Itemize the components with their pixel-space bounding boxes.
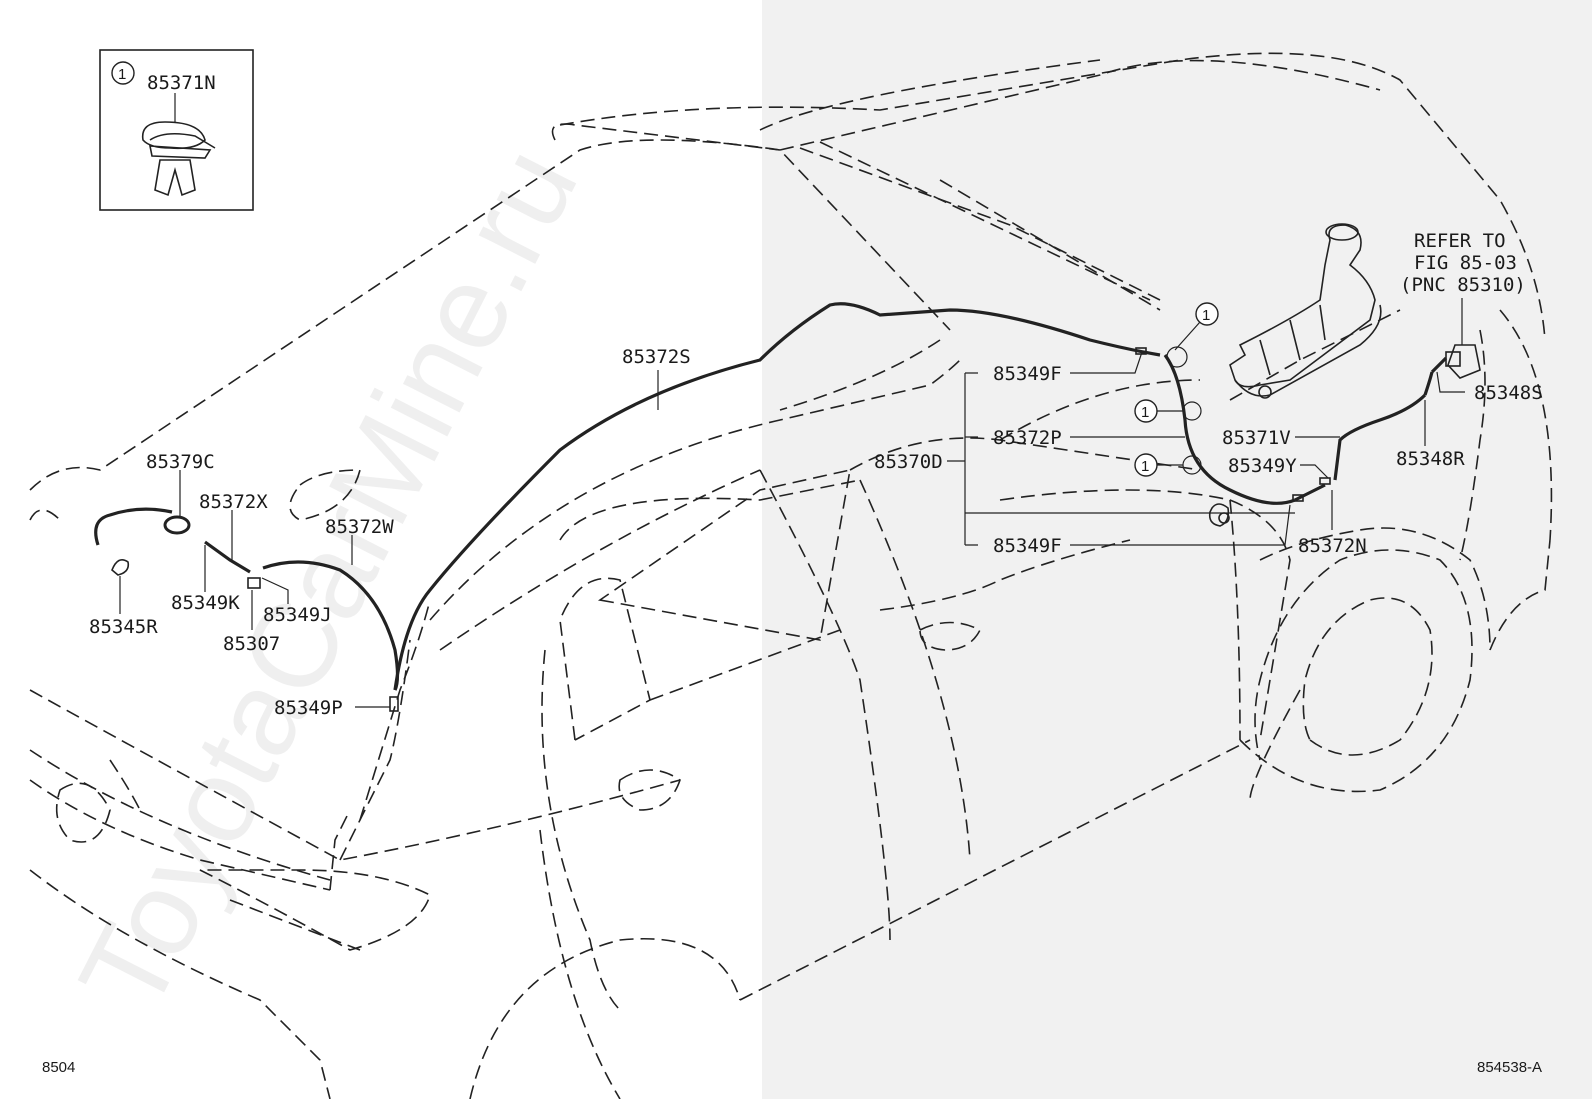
svg-text:1: 1 — [1141, 404, 1149, 421]
label-85379C: 85379C — [146, 451, 215, 473]
nozzle-85345R — [111, 559, 130, 576]
washer-tank-illustration — [1229, 223, 1382, 399]
svg-text:1: 1 — [1141, 458, 1149, 475]
right-panel-background — [762, 0, 1592, 1099]
label-85372S: 85372S — [622, 346, 691, 368]
hose-85372P — [1163, 354, 1296, 505]
label-85372W: 85372W — [325, 516, 394, 538]
label-85348S: 85348S — [1474, 382, 1543, 404]
hose-85371V — [1333, 393, 1427, 481]
hose-85348S — [1430, 356, 1448, 374]
washer-hoses — [94, 302, 1448, 712]
part-labels: 85372S 85349F 85372P 85370D 85349F 85371… — [89, 346, 1543, 719]
reference-note-line-2: FIG 85-03 — [1414, 252, 1517, 274]
label-85307: 85307 — [223, 633, 280, 655]
leader-lines — [119, 351, 1465, 708]
label-85372N: 85372N — [1298, 535, 1367, 557]
hose-85372N — [1294, 483, 1326, 502]
label-85370D: 85370D — [874, 451, 943, 473]
hose-85348R — [1423, 371, 1434, 396]
reference-note: REFER TO FIG 85-03 (PNC 85310) — [1400, 230, 1526, 345]
label-85348R: 85348R — [1396, 448, 1465, 470]
label-85371V: 85371V — [1222, 427, 1291, 449]
label-85349F-top: 85349F — [993, 363, 1062, 385]
inset-part-number: 85371N — [147, 72, 216, 94]
reference-note-line-1: REFER TO — [1414, 230, 1506, 252]
hose-85372X — [204, 540, 251, 574]
label-85372P: 85372P — [993, 427, 1062, 449]
grommet-85372P — [1208, 503, 1230, 527]
callout-marker-lower: 1 — [1134, 453, 1202, 477]
inset-marker: 1 — [118, 66, 126, 83]
label-85349K: 85349K — [171, 592, 240, 614]
footer-figure-number: 8504 — [42, 1059, 75, 1076]
label-85349Y: 85349Y — [1228, 455, 1297, 477]
label-85349P: 85349P — [274, 697, 343, 719]
vehicle-outline — [29, 52, 1553, 1099]
callout-marker-top: 1 — [1166, 302, 1219, 368]
hose-85372W — [262, 560, 400, 691]
inset-clip-box: 1 85371N — [99, 49, 254, 211]
watermark-text: ToyotaCarMine.ru — [54, 127, 603, 1032]
footer-illustration-id: 854538-A — [1477, 1059, 1542, 1076]
reference-note-line-3: (PNC 85310) — [1400, 274, 1526, 296]
svg-text:1: 1 — [1202, 307, 1210, 324]
label-85349F-bottom: 85349F — [993, 535, 1062, 557]
hose-85372S — [393, 302, 1161, 691]
callout-marker-middle: 1 — [1134, 399, 1202, 423]
grommet-85379C — [163, 515, 191, 535]
label-85345R: 85345R — [89, 616, 158, 638]
label-85349J: 85349J — [263, 604, 332, 626]
label-85372X: 85372X — [199, 491, 268, 513]
connector-85307 — [247, 577, 261, 589]
hose-rear-nozzle — [94, 507, 173, 546]
